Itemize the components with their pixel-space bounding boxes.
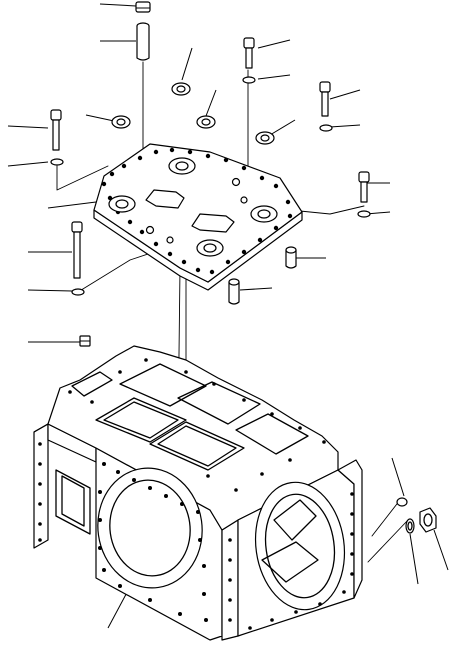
bearing-mid <box>196 115 216 129</box>
leader-dowel-b <box>239 287 273 291</box>
bearing-upper-left <box>111 115 131 129</box>
top-plug <box>135 1 151 13</box>
cover-bolt-b <box>319 81 331 117</box>
leader-left-washer <box>7 161 49 167</box>
dowel-pin-a <box>285 246 297 269</box>
o-ring <box>405 518 415 534</box>
dowel-pin-b <box>228 278 240 305</box>
drain-plug <box>419 507 437 533</box>
left-bolt <box>50 109 62 151</box>
leader-vent <box>391 457 405 497</box>
transmission-case <box>33 345 363 641</box>
cover-washer-b <box>319 124 333 132</box>
leader-drain-plug <box>433 529 449 571</box>
leader-cover-plate <box>47 201 97 209</box>
leader-bearing-left <box>181 47 193 81</box>
leader-bearing-mid <box>205 89 217 117</box>
leader-o-ring <box>409 533 419 585</box>
long-bolt-washer <box>71 288 85 296</box>
leader-bearing-right <box>269 119 296 136</box>
leader-washer-a <box>257 74 291 80</box>
small-plug <box>79 335 91 347</box>
leader-long-washer <box>27 289 73 292</box>
cover-washer-a <box>242 76 256 84</box>
leader-left-bolt <box>7 125 49 129</box>
bearing-right <box>255 131 275 145</box>
cover-bolt-a <box>243 37 255 69</box>
leader-bolt-b <box>329 89 361 100</box>
top-left-dowel <box>136 22 150 61</box>
leader-bolt-a <box>257 39 291 49</box>
vent-fitting <box>396 497 408 507</box>
leader-washer-b <box>329 124 361 128</box>
leader-bearing-upper <box>85 114 115 122</box>
long-bolt <box>71 221 83 279</box>
top-cover-plate <box>93 143 303 291</box>
leader-top-plug <box>99 3 137 7</box>
cover-washer-c <box>357 210 371 218</box>
left-washer <box>50 158 64 166</box>
cover-bolt-c <box>358 171 370 203</box>
bearing-left <box>171 82 191 96</box>
